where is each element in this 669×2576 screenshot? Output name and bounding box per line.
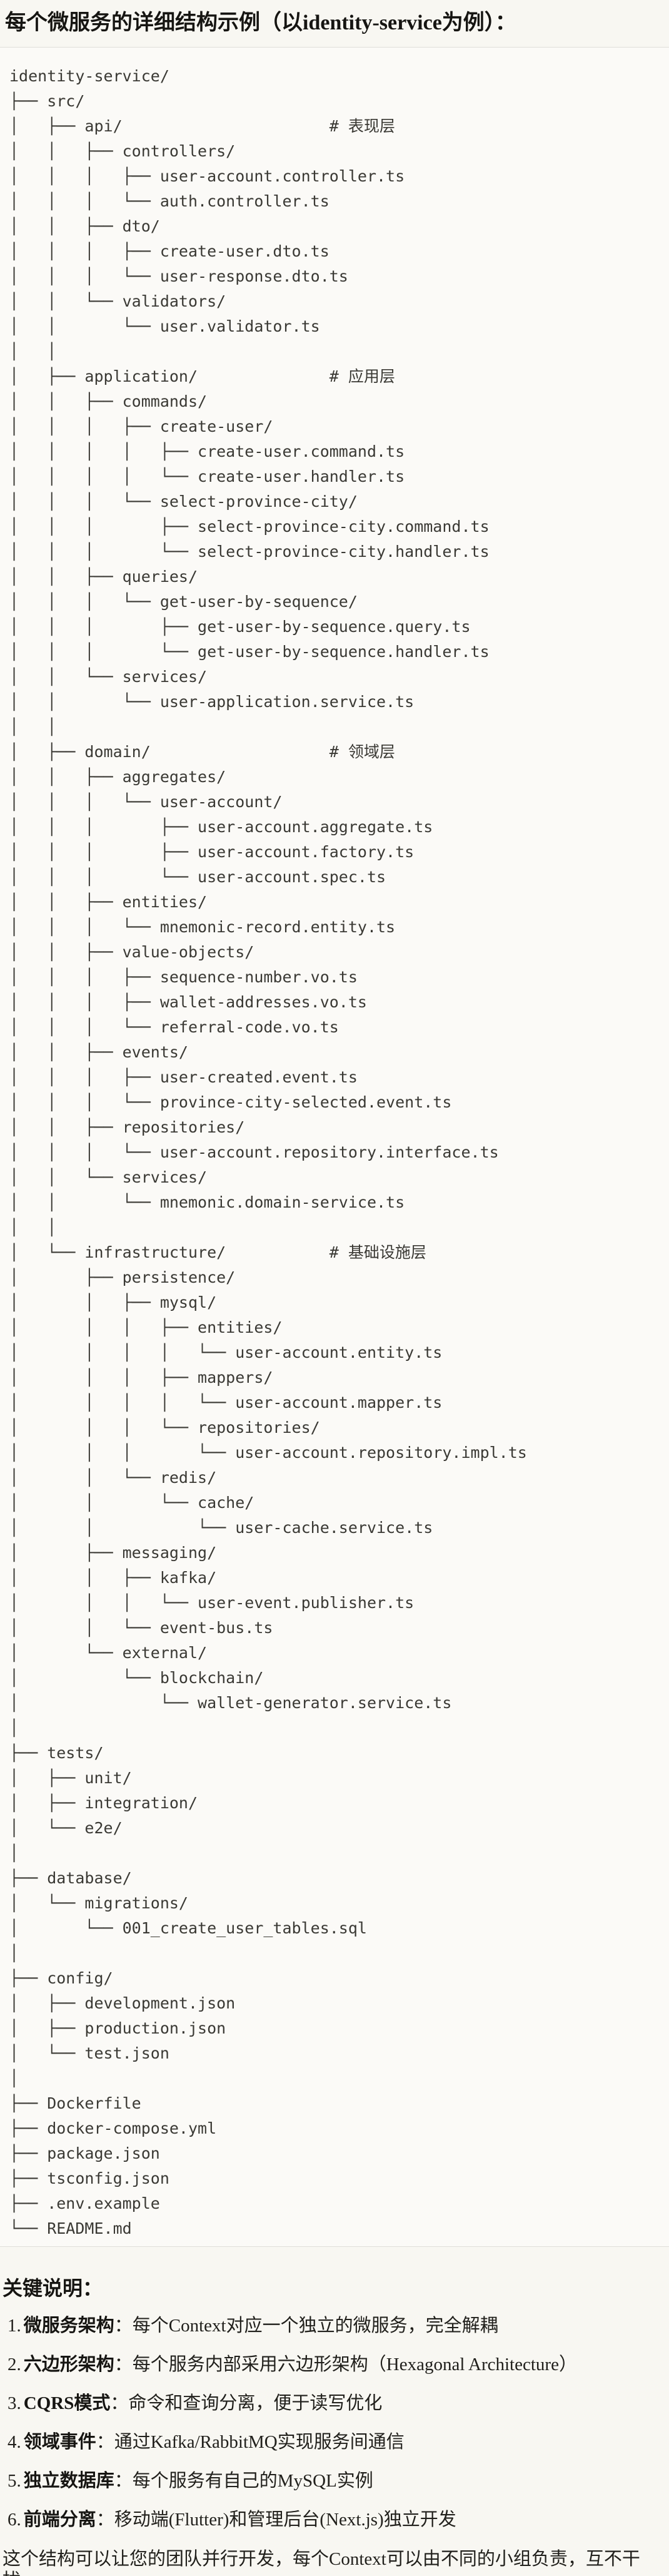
note-text: ：每个服务内部采用六边形架构（Hexagonal Architecture）: [114, 2355, 577, 2375]
directory-tree: identity-service/ ├── src/ │ ├── api/ # …: [9, 67, 527, 2237]
code-block: identity-service/ ├── src/ │ ├── api/ # …: [0, 47, 669, 2247]
note-number: 6.: [8, 2510, 21, 2530]
note-number: 3.: [8, 2393, 21, 2413]
note-number: 4.: [8, 2432, 21, 2452]
note-number: 1.: [8, 2316, 21, 2336]
note-number: 2.: [8, 2355, 21, 2375]
note-item: 2.六边形架构：每个服务内部采用六边形架构（Hexagonal Architec…: [8, 2355, 663, 2375]
note-label: CQRS模式: [23, 2393, 111, 2413]
note-text: ：命令和查询分离，便于读写优化: [110, 2393, 383, 2413]
notes-section: 关键说明： 1.微服务架构：每个Context对应一个独立的微服务，完全解耦 2.…: [0, 2274, 669, 2576]
note-label: 前端分离: [23, 2510, 96, 2530]
closing-paragraph: 这个结构可以让您的团队并行开发，每个Context可以由不同的小组负责，互不干扰…: [3, 2549, 640, 2576]
note-text: ：每个Context对应一个独立的微服务，完全解耦: [114, 2316, 498, 2336]
note-item: 1.微服务架构：每个Context对应一个独立的微服务，完全解耦: [8, 2316, 663, 2336]
note-item: 5.独立数据库：每个服务有自己的MySQL实例: [8, 2471, 663, 2492]
note-label: 六边形架构: [23, 2355, 114, 2375]
note-item: 6.前端分离：移动端(Flutter)和管理后台(Next.js)独立开发: [8, 2510, 663, 2530]
note-text: ：通过Kafka/RabbitMQ实现服务间通信: [96, 2432, 405, 2452]
notes-heading: 关键说明：: [3, 2277, 103, 2299]
note-label: 微服务架构: [23, 2316, 114, 2336]
note-item: 3.CQRS模式：命令和查询分离，便于读写优化: [8, 2393, 663, 2414]
note-number: 5.: [8, 2471, 21, 2491]
note-text: ：移动端(Flutter)和管理后台(Next.js)独立开发: [96, 2510, 456, 2530]
page-title: 每个微服务的详细结构示例（以identity-service为例）：: [5, 11, 516, 34]
note-item: 4.领域事件：通过Kafka/RabbitMQ实现服务间通信: [8, 2432, 663, 2453]
note-text: ：每个服务有自己的MySQL实例: [114, 2471, 373, 2491]
note-label: 领域事件: [23, 2432, 96, 2452]
note-label: 独立数据库: [23, 2471, 114, 2491]
